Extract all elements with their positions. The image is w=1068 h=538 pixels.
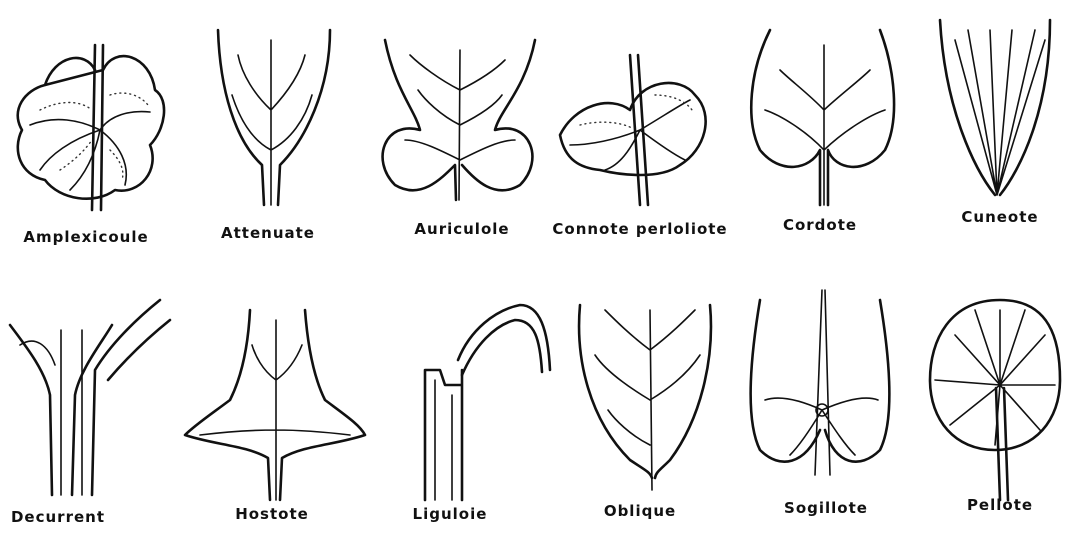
amplexicaul-leaf-icon (18, 45, 164, 210)
label-auriculate: Auriculole (377, 220, 547, 238)
hastate-leaf-icon (185, 310, 365, 500)
cuneate-leaf-icon (940, 20, 1050, 195)
label-connate-perfoliate: Connote perloliote (540, 220, 740, 238)
label-hastate: Hostote (187, 505, 357, 523)
label-amplexicaul: Amplexicoule (1, 228, 171, 246)
decurrent-leaf-icon (10, 300, 170, 495)
sagittate-leaf-icon (751, 290, 890, 475)
ligulate-leaf-icon (425, 305, 550, 500)
label-ligulate: Liguloie (365, 505, 535, 523)
label-oblique: Oblique (555, 502, 725, 520)
label-cordate: Cordote (735, 216, 905, 234)
label-peltate: Pellote (915, 496, 1068, 514)
attenuate-leaf-icon (218, 30, 330, 205)
peltate-leaf-icon (930, 300, 1060, 500)
oblique-leaf-icon (579, 305, 711, 490)
connate-perfoliate-leaf-icon (560, 55, 706, 205)
auriculate-leaf-icon (383, 40, 535, 200)
label-sagittate: Sogillote (741, 499, 911, 517)
label-attenuate: Attenuate (183, 224, 353, 242)
label-decurrent: Decurrent (0, 508, 143, 526)
cordate-leaf-icon (751, 30, 894, 205)
label-cuneate: Cuneote (915, 208, 1068, 226)
